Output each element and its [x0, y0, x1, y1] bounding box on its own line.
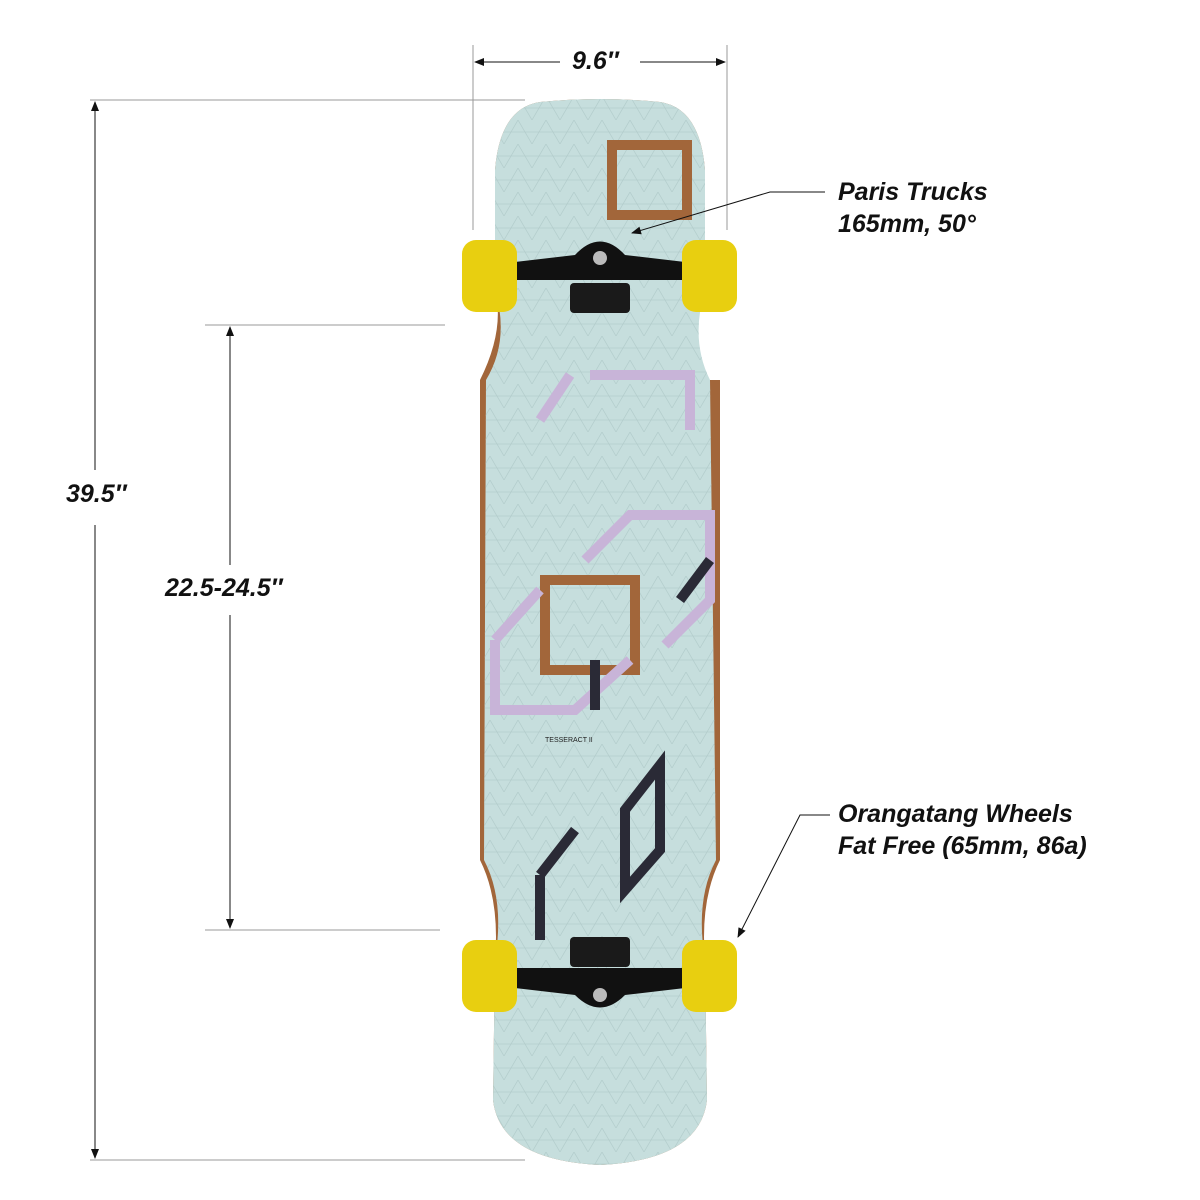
width-dimension — [472, 45, 728, 230]
trucks-spec: 165mm, 50° — [838, 210, 976, 238]
front-truck — [515, 241, 685, 313]
length-dimension — [90, 99, 525, 1161]
trucks-name: Paris Trucks — [838, 178, 988, 206]
wheels-name: Orangatang Wheels — [838, 800, 1073, 828]
trucks-callout: Paris Trucks 165mm, 50° — [838, 176, 988, 240]
deck-model-text: TESSERACT II — [545, 737, 593, 744]
wheels-spec: Fat Free (65mm, 86a) — [838, 832, 1087, 860]
trucks-leader — [631, 191, 825, 235]
wheels — [462, 240, 737, 1012]
wheels-callout: Orangatang Wheels Fat Free (65mm, 86a) — [838, 798, 1087, 862]
wheels-leader — [737, 814, 830, 938]
rear-truck — [515, 937, 685, 1008]
wheelbase-label: 22.5-24.5″ — [165, 574, 283, 602]
cube-graphic — [490, 140, 715, 940]
wheelbase-dimension — [205, 324, 445, 931]
deck: TESSERACT II — [480, 99, 720, 1165]
width-label: 9.6″ — [572, 47, 619, 75]
length-label: 39.5″ — [66, 480, 127, 508]
